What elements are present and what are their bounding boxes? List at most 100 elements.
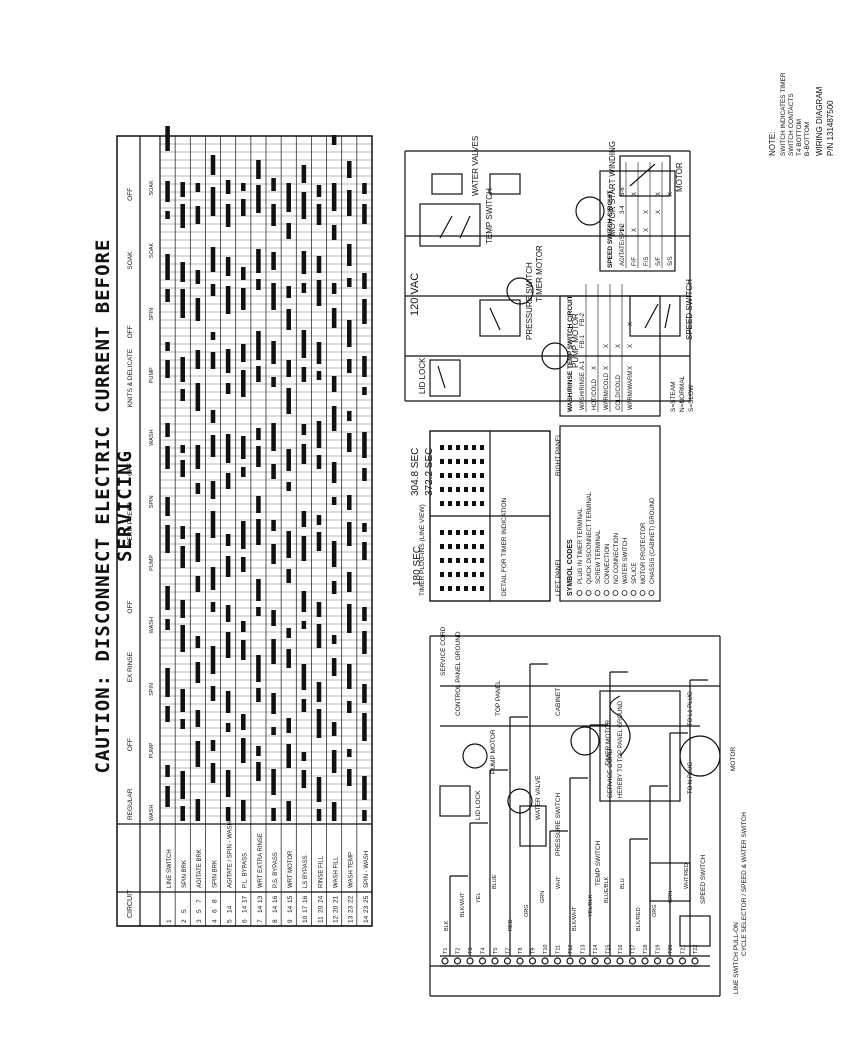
terminal-dot (491, 957, 499, 965)
left-panel-label: LEFT PANEL (555, 557, 562, 596)
symbol-label: WATER SWITCH (623, 538, 629, 584)
timer-bar (331, 406, 337, 431)
row-c: 8 (211, 899, 218, 903)
timer-terminal (440, 544, 444, 549)
terminal-dot (691, 957, 699, 965)
timer-bar (301, 770, 307, 788)
timer-bar (256, 655, 261, 682)
timer-bar (241, 370, 246, 397)
timer-bar (316, 256, 322, 273)
timer-bar (347, 522, 352, 546)
symbol-label: PLUG IN TIMER TERMINAL (578, 507, 584, 584)
table-cell: X (628, 366, 634, 370)
timer-bar (210, 352, 216, 369)
timer-terminal (440, 586, 444, 591)
timer-terminal (480, 530, 484, 535)
terminal-label: T7 (506, 948, 512, 954)
timer-bar (347, 278, 352, 287)
row-c: 21 (332, 895, 339, 903)
timer-bar (286, 360, 291, 377)
row-circuit: RINSE FILL (318, 855, 324, 888)
table-cell: COLD/COLD (616, 374, 622, 410)
timer-bar (180, 600, 185, 618)
motor-start-winding-label: MOTOR START WINDING (608, 141, 617, 236)
timer-bar (271, 727, 276, 735)
terminal-label: T1 (443, 948, 449, 954)
timer-bar (210, 155, 216, 175)
timer-terminal (472, 544, 476, 549)
timer-bar (286, 801, 291, 821)
timer-bar (241, 557, 246, 572)
lower-pump-motor: PUMP MOTOR (490, 729, 497, 774)
timer-bar (210, 763, 216, 783)
timer-bar (195, 483, 201, 494)
timer-bar (165, 126, 170, 151)
timer-chart-bars (165, 126, 367, 821)
symbol-label: CONNECTION (605, 544, 611, 584)
timer-bar (225, 534, 231, 546)
timer-terminal (440, 530, 444, 535)
timer-bar (271, 178, 276, 191)
timer-bar (316, 709, 322, 738)
timer-bar (195, 350, 201, 369)
timer-bar (301, 699, 307, 712)
timer-bar (210, 686, 216, 701)
symbol-mark (639, 590, 646, 596)
row-index: 2 (181, 919, 188, 923)
timer-bar (362, 631, 367, 654)
timer-bar (241, 467, 246, 477)
timer-bar (301, 192, 307, 219)
sub-header: SOAK (149, 180, 155, 196)
timer-bar (286, 223, 291, 239)
timer-bar (225, 723, 231, 732)
timer-bar (286, 744, 291, 768)
timer-bar (331, 376, 337, 392)
timer-bar (271, 610, 276, 626)
lower-line-switch: LINE SWITCH PULL-ON (733, 922, 740, 994)
terminal-dot (628, 957, 637, 965)
pump-motor-label: PUMP MOTOR (571, 313, 580, 368)
timer-bar (362, 356, 367, 377)
terminal-dot (641, 957, 649, 965)
terminal-dot (466, 957, 474, 965)
timer-bar (271, 693, 276, 714)
timer-bar (347, 749, 352, 757)
row-c: 16 (302, 895, 309, 903)
timer-bar (316, 515, 322, 525)
terminal-dot (503, 957, 512, 965)
ground-neutral-label: TO N PLUG (688, 761, 694, 794)
wire-color-label: GRN (668, 891, 674, 903)
row-index: 1 (166, 919, 173, 923)
wire-color-label: BLK/WHT (460, 892, 466, 917)
timer-bar (256, 331, 261, 360)
timer-bar (271, 377, 276, 387)
timer-bar (195, 662, 201, 683)
table-cell: X (628, 322, 634, 326)
timer-bar (256, 496, 261, 513)
wire-color-label: GRN (540, 891, 546, 903)
table-cell: X (592, 366, 598, 370)
timer-bar (225, 556, 231, 577)
terminal-dot (666, 957, 674, 965)
timer-bar (316, 532, 322, 551)
timer-bar (347, 604, 352, 633)
terminal-label: T17 (631, 945, 637, 954)
timer-bar (347, 320, 352, 347)
terminal-label: T19 (656, 945, 662, 954)
row-c: 24 (317, 895, 324, 903)
schematic-wires (440, 663, 720, 956)
table-cell: X (668, 192, 674, 196)
timer-bar (286, 388, 291, 414)
timer-terminal (448, 445, 452, 450)
terminal-dot (453, 957, 462, 965)
timer-bar (225, 434, 231, 463)
diagram-name: WIRING DIAGRAM (815, 86, 824, 156)
timer-bar (316, 280, 322, 306)
timer-bar (241, 640, 246, 660)
symbol-mark (585, 590, 592, 596)
row-b: 6 (211, 909, 218, 913)
timer-bar (362, 432, 367, 458)
timer-bar (256, 279, 261, 290)
timer-bar (331, 750, 337, 773)
